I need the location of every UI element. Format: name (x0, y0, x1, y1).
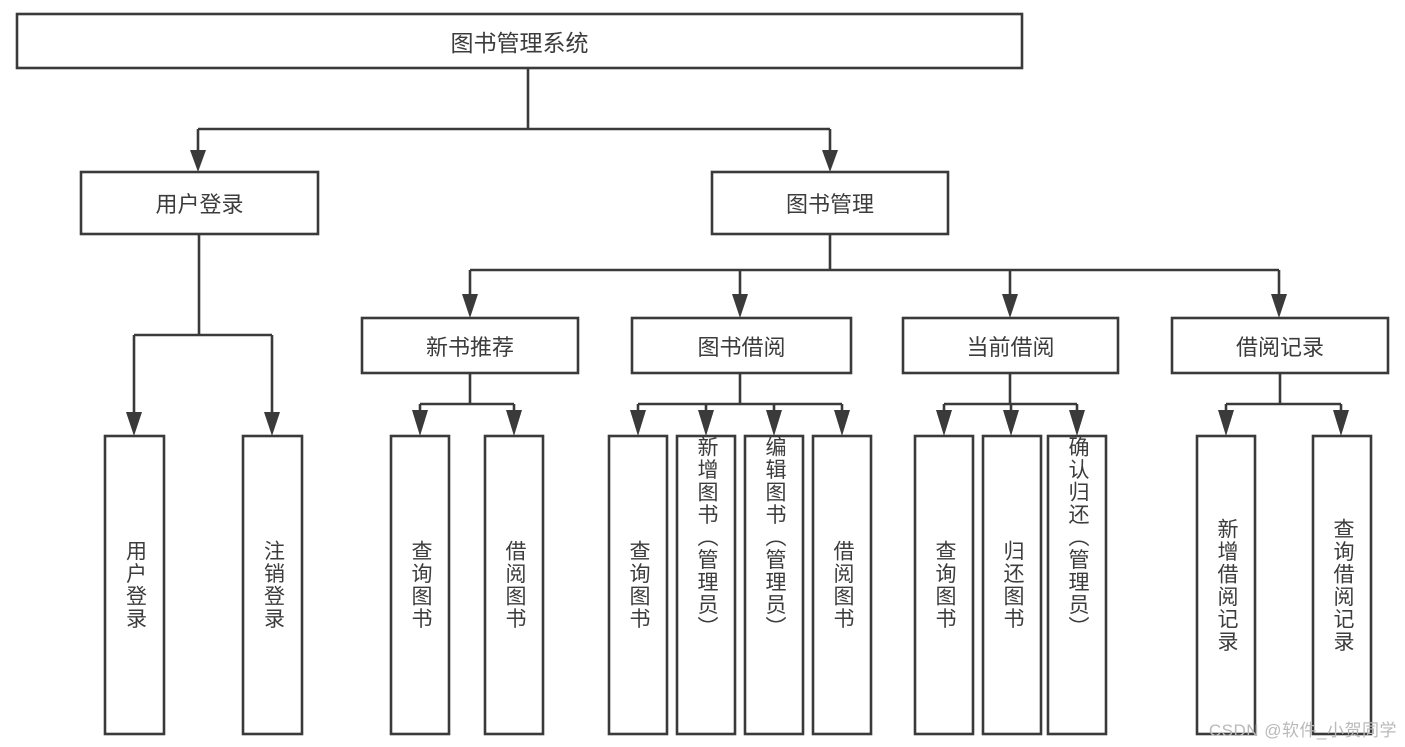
node-leaf-nbr-borrow-book-box[interactable] (483, 434, 545, 736)
node-book-borrow-box[interactable] (630, 316, 853, 375)
arrowhead-user-login (190, 150, 206, 172)
node-leaf-bb-query-book-box[interactable] (607, 434, 669, 736)
node-leaf-cb-query-book-box[interactable] (913, 434, 975, 736)
node-leaf-br-query-record-box[interactable] (1311, 434, 1373, 736)
node-root-box[interactable] (15, 12, 1024, 70)
node-current-borrow-box[interactable] (901, 316, 1120, 375)
node-leaf-bb-edit-book-box[interactable] (743, 434, 805, 736)
node-book-manage-box[interactable] (710, 170, 950, 236)
arrowhead-leaf-br-2 (1333, 410, 1349, 436)
arrowhead-leaf-bb-3 (766, 410, 782, 436)
arrowhead-current-borrow (1002, 294, 1018, 318)
arrowhead-new-book-recommend (462, 294, 478, 318)
arrowhead-borrow-record (1271, 294, 1287, 318)
arrowhead-leaf-user-login-2 (264, 412, 280, 436)
arrowhead-leaf-nbr-1 (412, 410, 428, 436)
arrowhead-leaf-bb-4 (834, 410, 850, 436)
arrowhead-leaf-cb-2 (1003, 410, 1019, 436)
arrowhead-leaf-bb-1 (630, 410, 646, 436)
node-leaf-br-add-record-box[interactable] (1195, 434, 1257, 736)
node-new-book-recommend-box[interactable] (360, 316, 580, 375)
arrowhead-leaf-bb-2 (698, 410, 714, 436)
node-leaf-cb-confirm-return-box[interactable] (1046, 434, 1108, 736)
node-leaf-user-login-box[interactable] (103, 434, 166, 736)
node-leaf-bb-borrow-book-box[interactable] (811, 434, 873, 736)
node-leaf-bb-add-book-box[interactable] (675, 434, 737, 736)
node-leaf-nbr-query-book-box[interactable] (389, 434, 451, 736)
node-leaf-cb-return-book-box[interactable] (981, 434, 1043, 736)
arrowhead-leaf-nbr-2 (506, 410, 522, 436)
node-user-login-box[interactable] (79, 170, 320, 236)
arrowhead-book-borrow (732, 294, 748, 318)
arrowhead-leaf-cb-3 (1069, 410, 1085, 436)
arrowhead-leaf-user-login-1 (126, 412, 142, 436)
node-leaf-logout-box[interactable] (241, 434, 304, 736)
node-borrow-record-box[interactable] (1170, 316, 1390, 375)
arrowhead-leaf-cb-1 (936, 410, 952, 436)
arrowhead-leaf-br-1 (1218, 410, 1234, 436)
arrowhead-book-manage (822, 150, 838, 172)
